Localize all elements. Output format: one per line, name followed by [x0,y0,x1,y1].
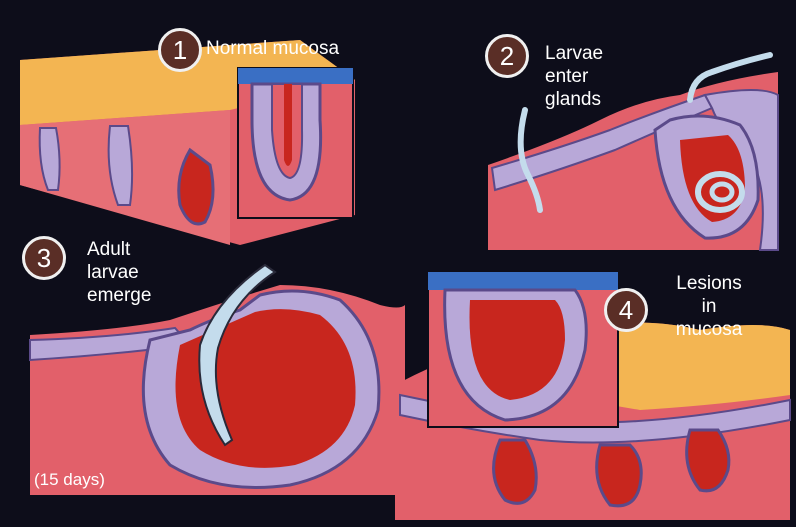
stage-3-label-line: Adult [87,238,151,261]
stage-4-label-line: Lesions [670,272,748,295]
stage-1-number-badge: 1 [158,28,202,72]
stage-2-illustration [488,55,778,250]
stage-2-number-badge: 2 [485,34,529,78]
stage-4-number-badge: 4 [604,288,648,332]
stage-3-label-line: larvae [87,261,151,284]
stage-4-label-line: mucosa [670,318,748,341]
stage-2-label-line: enter [545,65,603,88]
stage-4-label-line: in [670,295,748,318]
stage-2-label-line: Larvae [545,42,603,65]
duration-note: (15 days) [34,470,105,490]
stage-1-illustration [20,40,355,245]
stage-3-label: Adult larvae emerge [87,238,151,307]
stage-3-label-line: emerge [87,284,151,307]
stage-4-label: Lesions in mucosa [670,272,748,341]
stage-3-number-badge: 3 [22,236,66,280]
stage-1-label-line: Normal mucosa [206,37,339,60]
stage-2-label: Larvae enter glands [545,42,603,111]
stage-1-label: Normal mucosa [206,37,339,60]
stage-2-label-line: glands [545,88,603,111]
